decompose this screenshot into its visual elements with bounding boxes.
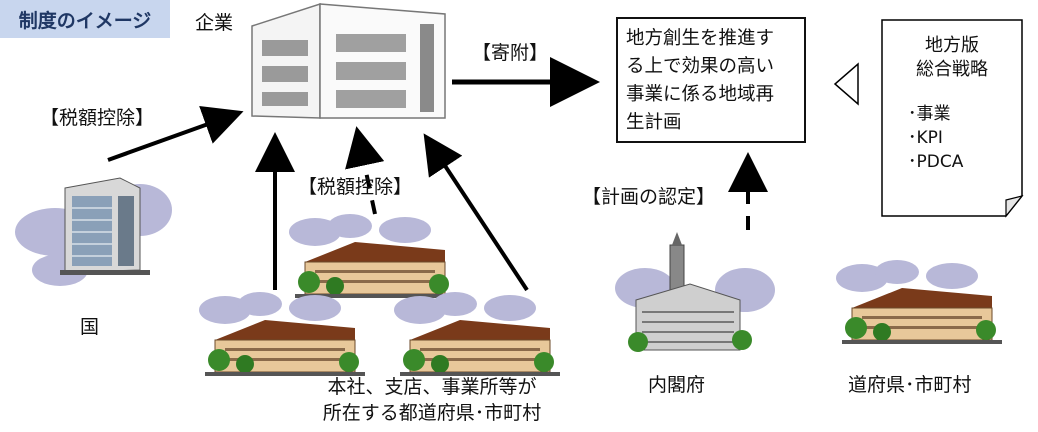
plan-line: 事業に係る地域再 (626, 84, 775, 105)
strategy-title-line: 総合戦略 (916, 59, 988, 80)
strategy-title: 地方版 総合戦略 (882, 34, 1022, 82)
arrow-country-to-company (107, 106, 244, 162)
country-label: 国 (80, 316, 100, 338)
strategy-items: ･事業 ･KPI ･PDCA (908, 102, 963, 174)
regional-revitalization-plan-box: 地方創生を推進す る上で効果の高い 事業に係る地域再 生計画 (616, 17, 806, 143)
strategy-title-line: 地方版 (925, 35, 979, 56)
donation-label: 【寄附】 (472, 42, 549, 64)
strategy-item: ･KPI (908, 128, 943, 148)
prefecture-municipality-label: 道府県･市町村 (848, 374, 972, 396)
arrow-local-to-company-center (345, 126, 385, 215)
company-label: 企業 (195, 12, 234, 34)
tax-deduction-label-center: 【税額控除】 (298, 176, 413, 198)
plan-line: 生計画 (626, 112, 682, 133)
prefecture-municipality-icon (835, 259, 1003, 345)
plan-certification-label: 【計画の認定】 (582, 186, 716, 208)
strategy-item: ･PDCA (908, 152, 964, 172)
cabinet-office-label: 内閣府 (648, 374, 706, 396)
local-government-icon (288, 213, 456, 299)
plan-line: 地方創生を推進す (626, 28, 775, 49)
company-building-icon (251, 2, 446, 119)
arrow-local-to-company-right (423, 133, 529, 292)
strategy-item: ･事業 (908, 104, 951, 124)
local-government-icon (198, 291, 366, 377)
hq-branches-line: 本社、支店、事業所等が (327, 376, 537, 398)
tax-deduction-label-left: 【税額控除】 (40, 107, 155, 129)
local-government-icon (393, 291, 561, 377)
triangle-pointer-icon (833, 62, 859, 106)
country-building-icon (15, 177, 172, 286)
plan-line: る上で効果の高い (626, 56, 775, 77)
diagram-title-tag: 制度のイメージ (0, 0, 170, 38)
hq-branches-line: 所在する都道府県･市町村 (322, 402, 542, 424)
hq-branches-label: 本社、支店、事業所等が 所在する都道府県･市町村 (300, 374, 564, 426)
cabinet-office-building-icon (615, 232, 775, 352)
